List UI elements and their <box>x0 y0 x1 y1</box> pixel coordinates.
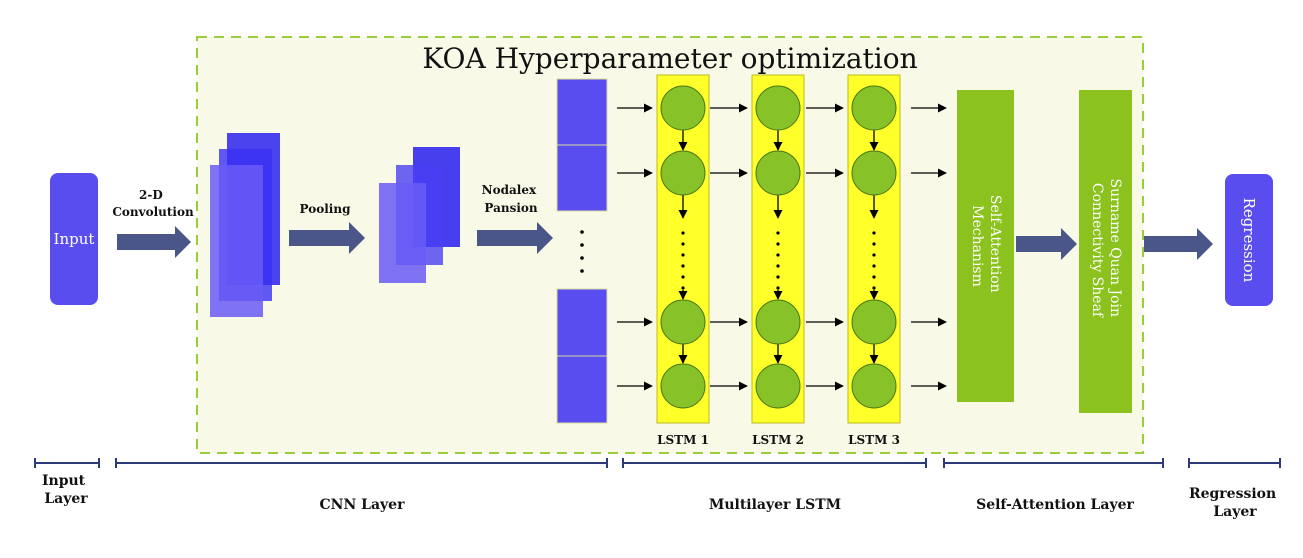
regression-block-label: Regression <box>1240 198 1258 283</box>
bracket-input <box>34 458 100 468</box>
lstm-label-2: LSTM 2 <box>752 433 804 447</box>
lstm-ellipsis-dot <box>681 231 685 235</box>
lstm-ellipsis-dot <box>681 275 685 279</box>
lstm-node-c1-r1 <box>660 85 706 131</box>
bracket-cnn <box>115 458 608 468</box>
lstm-ellipsis-dot <box>776 231 780 235</box>
layer-label-attention: Self-Attention Layer <box>976 497 1134 513</box>
pooled-feature-maps <box>379 147 460 283</box>
sheaf-label: Surname Quan Join Connectivity Sheaf <box>1089 179 1123 322</box>
lstm-node-c3-r2 <box>851 150 897 196</box>
attention-arrow <box>1016 228 1077 260</box>
pooling-arrow <box>289 222 365 254</box>
region-title: KOA Hyperparameter optimization <box>422 42 917 75</box>
flattened-vector-ellipsis <box>580 230 584 273</box>
lstm-ellipsis-dot <box>776 286 780 290</box>
nodalex-label: Nodalex Pansion <box>482 183 541 215</box>
lstm-ellipsis-dot <box>776 242 780 246</box>
layer-brackets <box>34 458 1281 468</box>
layer-label-cnn: CNN Layer <box>320 497 406 513</box>
nodalex-arrow <box>477 222 553 254</box>
bracket-regression <box>1188 458 1281 468</box>
lstm-node-c2-r1 <box>755 85 801 131</box>
self-attention-block <box>957 90 1014 402</box>
input-block-label: Input <box>54 230 95 248</box>
lstm-ellipsis-dot <box>681 242 685 246</box>
self-attention-label: Self-Attention Mechanism <box>969 195 1003 297</box>
lstm-node-c3-r1 <box>851 85 897 131</box>
lstm-node-c1-r4 <box>660 363 706 409</box>
lstm-ellipsis-dot <box>681 264 685 268</box>
lstm-ellipsis-dot <box>872 286 876 290</box>
lstm-ellipsis-dot <box>872 231 876 235</box>
lstm-ellipsis-dot <box>872 264 876 268</box>
layer-label-input: Input Layer <box>42 473 90 507</box>
lstm-ellipsis-dot <box>776 264 780 268</box>
conv-feature-maps <box>210 133 280 317</box>
regression-arrow <box>1144 228 1213 260</box>
input-block <box>50 173 98 305</box>
conv-label: 2-D Convolution <box>112 188 194 219</box>
lstm-ellipsis-dot <box>872 275 876 279</box>
bracket-lstm <box>622 458 927 468</box>
lstm-ellipsis-dot <box>681 286 685 290</box>
lstm-label-1: LSTM 1 <box>657 433 709 447</box>
lstm-ellipsis-dot <box>872 242 876 246</box>
flattened-vector <box>556 78 608 424</box>
lstm-ellipsis-dot <box>872 253 876 257</box>
lstm-node-c1-r3 <box>660 299 706 345</box>
lstm-grid <box>617 85 947 409</box>
lstm-ellipsis-dot <box>776 253 780 257</box>
lstm-node-c2-r2 <box>755 150 801 196</box>
bracket-attention <box>943 458 1164 468</box>
lstm-node-c3-r3 <box>851 299 897 345</box>
lstm-label-3: LSTM 3 <box>848 433 900 447</box>
layer-label-regression: Regression Layer <box>1189 486 1281 520</box>
regression-block <box>1225 174 1273 306</box>
lstm-ellipsis-dot <box>776 275 780 279</box>
lstm-node-c3-r4 <box>851 363 897 409</box>
layer-label-lstm: Multilayer LSTM <box>709 497 841 513</box>
lstm-ellipsis-dot <box>681 253 685 257</box>
lstm-node-c2-r4 <box>755 363 801 409</box>
lstm-node-c1-r2 <box>660 150 706 196</box>
conv-arrow <box>117 226 191 258</box>
lstm-node-c2-r3 <box>755 299 801 345</box>
pooling-label: Pooling <box>300 202 352 216</box>
sheaf-block <box>1079 90 1132 413</box>
